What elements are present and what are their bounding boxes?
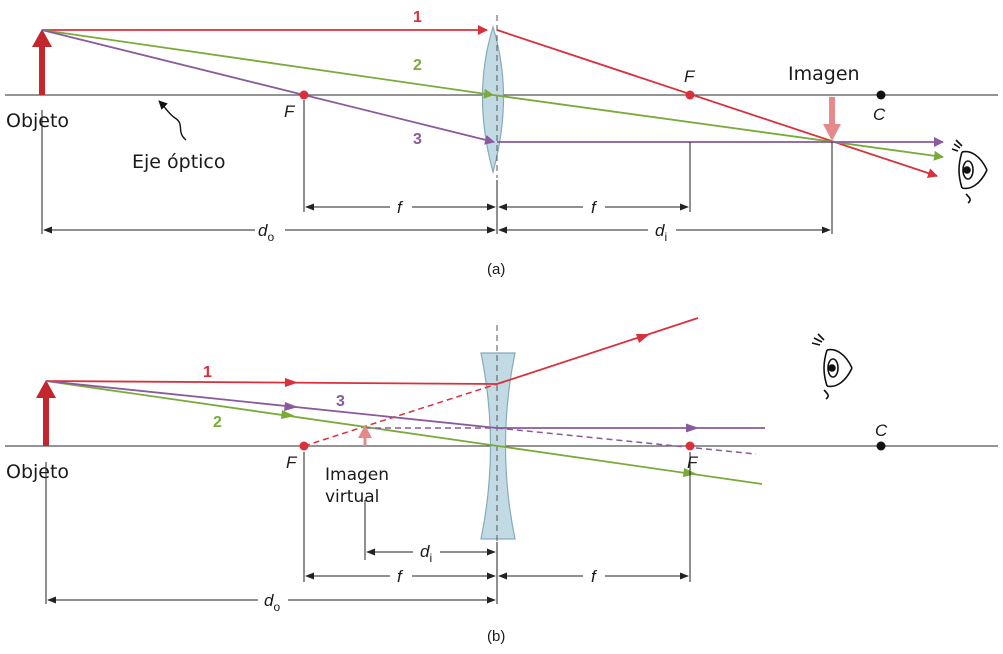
dimension-lines-a bbox=[41, 100, 833, 234]
focal-label-right-b: F bbox=[687, 453, 699, 472]
di-label-b: di bbox=[420, 542, 432, 565]
virtual-image-arrowhead bbox=[358, 425, 372, 438]
axis-pointer-arrow bbox=[158, 100, 187, 141]
ray-1-b-virtual bbox=[303, 383, 498, 447]
virtual-image-label-2: virtual bbox=[325, 487, 379, 507]
center-label-b: C bbox=[875, 421, 888, 440]
center-point-b bbox=[876, 441, 886, 451]
focal-point-left-b bbox=[299, 441, 309, 451]
ray-3-b-arrow bbox=[284, 402, 298, 411]
do-label-b: do bbox=[264, 591, 280, 614]
object-arrowhead-a bbox=[32, 29, 52, 47]
caption-b: (b) bbox=[487, 628, 505, 645]
f-label-right-a: f bbox=[591, 198, 598, 217]
virtual-image-label-1: Imagen bbox=[325, 465, 389, 485]
dimension-lines-b bbox=[45, 452, 691, 604]
focal-label-left-b: F bbox=[286, 453, 298, 472]
f-label-right-b: f bbox=[591, 567, 598, 586]
f-label-left-a: f bbox=[397, 198, 404, 217]
ray-2-label-b: 2 bbox=[213, 414, 222, 431]
ray-2-b-arrow-1 bbox=[281, 410, 295, 419]
ray-1-a-out bbox=[496, 29, 938, 178]
ray-3-label-a: 3 bbox=[413, 131, 422, 148]
center-label-a: C bbox=[873, 105, 886, 124]
ray-1-b-out bbox=[496, 317, 699, 385]
ray-2-a-out bbox=[492, 94, 944, 161]
focal-label-right-a: F bbox=[684, 67, 696, 86]
panel-a: Objeto Eje óptico Imagen F F C 1 2 3 f f… bbox=[5, 9, 998, 278]
di-label-a: di bbox=[655, 221, 667, 244]
caption-a: (a) bbox=[487, 261, 505, 278]
object-label-b: Objeto bbox=[6, 461, 69, 483]
ray-1-b-out-arrow bbox=[636, 334, 650, 343]
image-label-a: Imagen bbox=[788, 63, 860, 85]
ray-1-b-mid-arrow bbox=[285, 378, 298, 387]
focal-point-left-a bbox=[299, 90, 309, 100]
ray-3-b-virtual-diag bbox=[496, 427, 757, 455]
axis-label: Eje óptico bbox=[132, 151, 226, 173]
do-label-a: do bbox=[258, 221, 274, 244]
f-label-left-b: f bbox=[397, 567, 404, 586]
ray-3-label-b: 3 bbox=[336, 393, 345, 410]
focal-label-left-a: F bbox=[284, 102, 296, 121]
focal-point-right-a bbox=[685, 90, 695, 100]
image-arrowhead-a bbox=[823, 124, 841, 141]
ray-3-b-out-arrow bbox=[686, 423, 699, 433]
ray-2-a-in bbox=[41, 29, 494, 99]
object-label-a: Objeto bbox=[6, 110, 69, 132]
ray-3-b-in bbox=[45, 380, 498, 429]
ray-2-label-a: 2 bbox=[413, 57, 422, 74]
convex-lens bbox=[481, 24, 505, 175]
eye-icon-b bbox=[811, 333, 853, 400]
object-arrowhead-b bbox=[36, 380, 56, 398]
ray-1-label-a: 1 bbox=[413, 9, 422, 26]
center-point-a bbox=[876, 90, 886, 100]
ray-1-b-in bbox=[45, 380, 498, 385]
ray-2-b bbox=[45, 380, 763, 485]
ray-1-label-b: 1 bbox=[203, 364, 212, 381]
panel-b: Objeto Imagen virtual F F C 1 2 3 di f f… bbox=[5, 317, 998, 645]
focal-point-right-b bbox=[685, 441, 695, 451]
ray-3-a-in bbox=[41, 29, 495, 145]
eye-icon bbox=[951, 139, 988, 204]
